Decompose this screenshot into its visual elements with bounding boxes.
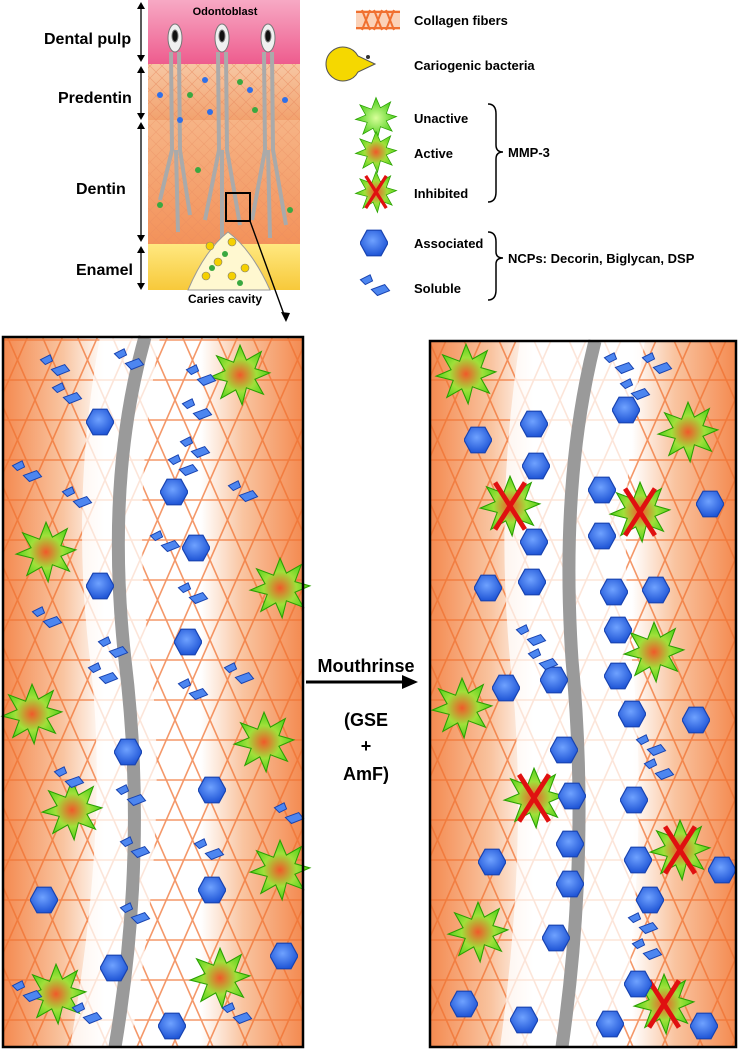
odontoblast-cells (158, 23, 288, 240)
dentin-label: Dentin (76, 181, 126, 198)
legend-soluble: Soluble (414, 281, 461, 296)
bacteria-icon (325, 46, 377, 82)
ncp-soluble-icon (359, 274, 391, 296)
legend-inhibited: Inhibited (414, 186, 468, 201)
treatment-line3: AmF) (343, 764, 389, 784)
caries-bacteria (201, 237, 250, 281)
legend-ncp-group: NCPs: Decorin, Biglycan, DSP (508, 251, 695, 266)
mmp-bracket (487, 103, 504, 203)
ncp-associated-icon (360, 229, 388, 257)
tooth-diagram: Odontoblast Caries cavity Dental pulp Pr… (44, 0, 300, 322)
mmp-inhibited-icon (354, 170, 398, 214)
panel-before-treatment (1, 335, 311, 1049)
legend-unactive: Unactive (414, 111, 468, 126)
treatment-arrow (306, 675, 418, 689)
caries-cavity-label: Caries cavity (188, 292, 262, 306)
ncp-bracket (487, 231, 504, 301)
legend: Collagen fibers Cariogenic bacteria Unac… (325, 9, 695, 301)
legend-bacteria: Cariogenic bacteria (414, 58, 535, 73)
legend-associated: Associated (414, 236, 483, 251)
collagen-icon (356, 9, 400, 31)
mmp-active-icon (355, 131, 397, 173)
odontoblast-process (108, 335, 152, 1049)
treatment-title: Mouthrinse (318, 656, 415, 676)
zoom-box (225, 192, 251, 222)
odontoblast-label: Odontoblast (193, 6, 258, 18)
panel-after-treatment (428, 339, 738, 1049)
predentin-label: Predentin (58, 90, 132, 107)
legend-collagen: Collagen fibers (414, 13, 508, 28)
legend-active: Active (414, 146, 453, 161)
pulp-label: Dental pulp (44, 31, 131, 48)
legend-mmp-group: MMP-3 (508, 145, 550, 160)
enamel-label: Enamel (76, 262, 133, 279)
odontoblast-process-right (555, 339, 602, 1048)
treatment-line1: (GSE (344, 710, 388, 730)
treatment-line2: + (361, 736, 372, 756)
zoom-arrow (249, 220, 287, 321)
